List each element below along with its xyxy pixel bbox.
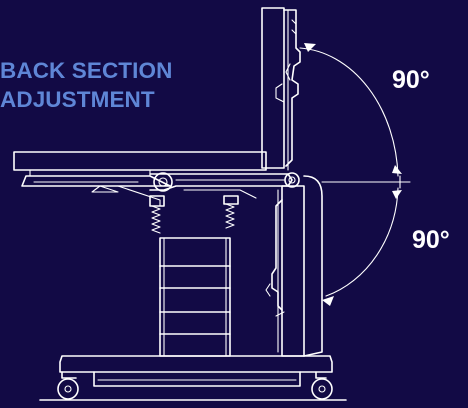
angle-reference xyxy=(299,43,411,306)
backrest-upright xyxy=(261,7,301,171)
arrowhead-bottom-icon xyxy=(322,296,334,306)
caster-left xyxy=(57,371,79,400)
caster-right xyxy=(311,371,333,400)
upper-angle-label: 90° xyxy=(392,66,430,94)
base-frame xyxy=(39,355,347,401)
diagram-title: BACK SECTION ADJUSTMENT xyxy=(0,56,172,114)
backrest-lowered xyxy=(265,175,323,357)
seat-platform xyxy=(13,151,267,193)
lower-angle-label: 90° xyxy=(412,226,450,254)
arrowhead-mid-top-icon xyxy=(392,165,402,174)
title-line-2: ADJUSTMENT xyxy=(0,87,155,112)
lift-column xyxy=(159,237,231,357)
springs xyxy=(149,195,239,234)
support-arm xyxy=(117,172,300,207)
title-line-1: BACK SECTION xyxy=(0,58,173,83)
arrowhead-top-icon xyxy=(304,43,316,52)
arrowhead-mid-bottom-icon xyxy=(392,190,402,199)
